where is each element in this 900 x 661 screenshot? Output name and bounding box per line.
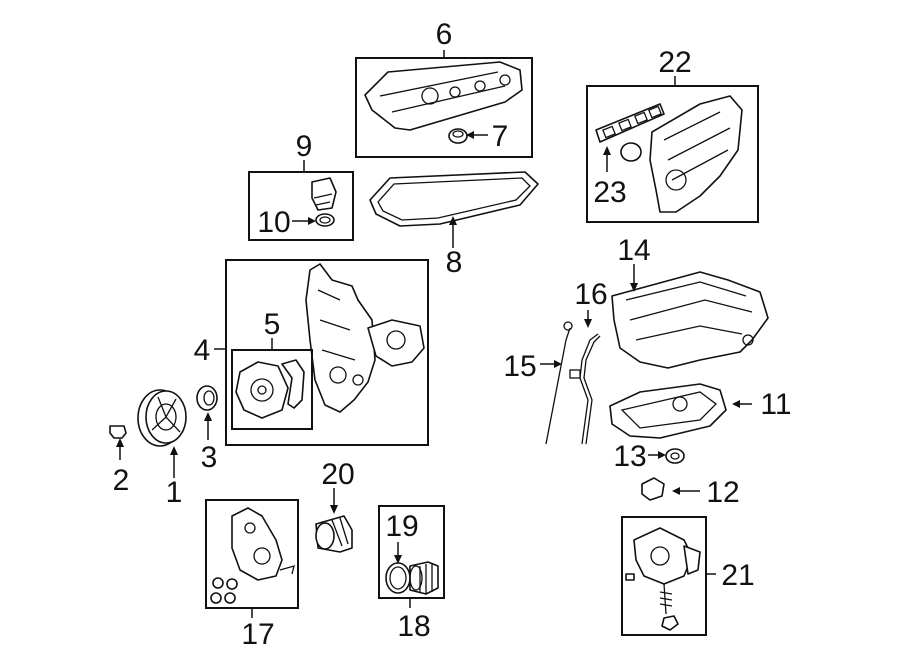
callout-4: 4 xyxy=(194,334,211,367)
cap-gasket-part xyxy=(315,213,335,227)
valve-cover-gasket-part xyxy=(369,171,539,227)
dipstick-tube-part xyxy=(583,335,601,445)
oil-pump-part xyxy=(633,527,693,585)
callout-9: 9 xyxy=(296,130,313,163)
callout-12: 12 xyxy=(706,476,739,509)
callout-15: 15 xyxy=(503,350,536,383)
callout-10: 10 xyxy=(257,206,290,239)
callout-16: 16 xyxy=(574,278,607,311)
intake-manifold-box xyxy=(586,85,759,223)
callout-2: 2 xyxy=(113,464,130,497)
callout-21: 21 xyxy=(721,559,754,592)
callout-14: 14 xyxy=(617,234,650,267)
callout-8: 8 xyxy=(446,246,463,279)
callout-17: 17 xyxy=(241,618,274,651)
oil-filter-cap-group xyxy=(315,488,353,553)
pulley-bolt-part xyxy=(109,425,127,439)
dipstick-part xyxy=(545,327,571,445)
lower-oil-pan-part xyxy=(609,383,727,439)
throttle-gasket-part xyxy=(620,142,642,162)
timing-chain-cover-part xyxy=(305,263,376,413)
lower-oil-pan-group xyxy=(609,383,752,501)
oil-cap-group xyxy=(248,160,354,241)
drain-plug-part xyxy=(641,477,665,501)
valve-cover-group xyxy=(355,50,533,158)
valve-cover-gasket-group xyxy=(369,171,539,248)
upper-oil-pan-group xyxy=(611,264,769,369)
water-pump-part xyxy=(235,361,289,419)
oil-pump-box xyxy=(621,516,707,636)
callout-6: 6 xyxy=(436,18,453,51)
coolant-assembly-group xyxy=(205,499,299,618)
callout-18: 18 xyxy=(397,610,430,643)
intake-manifold-group xyxy=(586,76,759,223)
thermostat-housing-part xyxy=(367,319,425,367)
oil-filter-group xyxy=(378,505,445,608)
valve-cover-part xyxy=(364,61,523,131)
dipstick-group xyxy=(540,310,601,445)
callout-13: 13 xyxy=(613,440,646,473)
intake-manifold-part xyxy=(649,95,743,213)
callout-7: 7 xyxy=(492,120,509,153)
drain-plug-gasket-part xyxy=(665,448,685,464)
coolant-housing-part xyxy=(231,507,283,581)
callout-1: 1 xyxy=(166,476,183,509)
water-pump-gasket-part xyxy=(281,359,305,409)
upper-oil-pan-part xyxy=(611,271,769,369)
callout-22: 22 xyxy=(658,46,691,79)
timing-cover-group xyxy=(214,259,429,446)
crankshaft-pulley-group xyxy=(109,385,218,478)
callout-5: 5 xyxy=(264,308,281,341)
callout-23: 23 xyxy=(593,176,626,209)
callout-11: 11 xyxy=(760,388,791,421)
oil-filler-cap-part xyxy=(311,177,337,211)
oil-pump-group xyxy=(621,516,716,636)
callout-19: 19 xyxy=(385,510,418,543)
timing-cover-box xyxy=(225,259,429,446)
oil-cap-box xyxy=(248,171,354,241)
callout-3: 3 xyxy=(201,441,218,474)
oil-filter-box xyxy=(378,505,445,599)
oil-filter-element-part xyxy=(409,561,439,595)
callout-20: 20 xyxy=(321,458,354,491)
